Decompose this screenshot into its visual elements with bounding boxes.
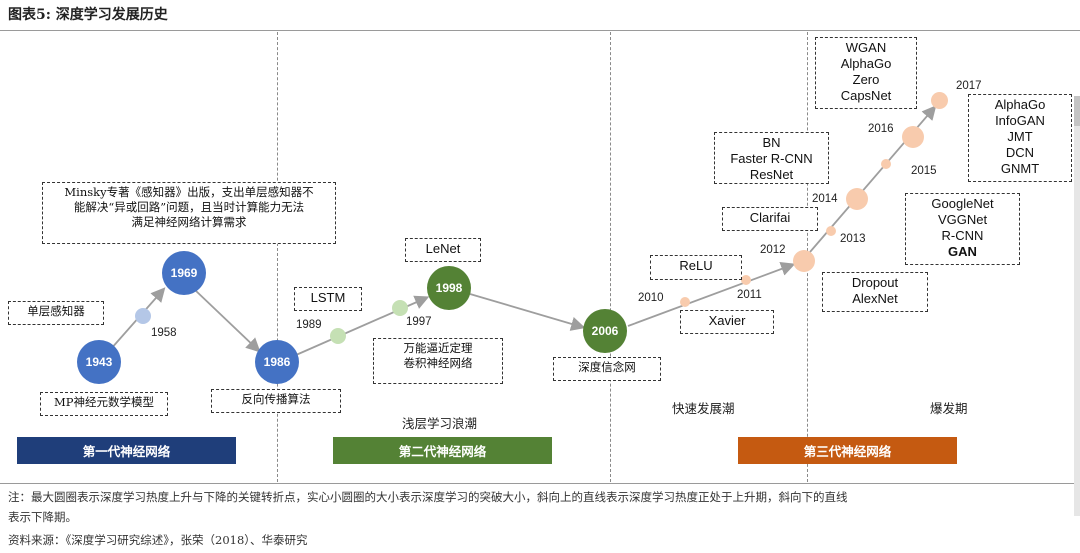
era-label-shallow: 浅层学习浪潮	[402, 416, 478, 431]
node-1986: 1986	[255, 340, 299, 384]
note-line-1: 注：最大圆圈表示深度学习热度上升与下降的关键转折点，实心小圆圈的大小表示深度学习…	[8, 490, 848, 504]
box-minsky: Minsky专著《感知器》出版，支出单层感知器不 能解决“异或回路”问题，且当时…	[42, 182, 336, 244]
year-label-2015: 2015	[911, 165, 937, 177]
minor-point-2016	[902, 126, 924, 148]
year-label-2011: 2011	[737, 289, 762, 301]
node-2006: 2006	[583, 309, 627, 353]
box-mp-model: MP神经元数学模型	[40, 392, 168, 416]
box-wgan-group: WGAN AlphaGo Zero CapsNet	[815, 37, 917, 109]
year-label-2010: 2010	[638, 292, 664, 304]
box-xavier: Xavier	[680, 310, 774, 334]
era-label-boom: 爆发期	[930, 401, 968, 416]
box-lenet: LeNet	[405, 238, 481, 262]
bottom-rule	[0, 483, 1080, 484]
box-dropout-group: Dropout AlexNet	[822, 272, 928, 312]
source-line: 资料来源：《深度学习研究综述》，张荣（2018）、华泰研究	[8, 533, 308, 547]
minor-point-1989	[330, 328, 346, 344]
node-1998: 1998	[427, 266, 471, 310]
minor-point-2010	[680, 297, 690, 307]
era-divider-1	[277, 32, 278, 482]
box-bn-group: BN Faster R-CNN ResNet	[714, 132, 829, 184]
connector-1998-2006	[469, 293, 586, 331]
box-googlenet-group: GoogleNet VGGNet R-CNN GAN	[905, 193, 1020, 265]
era-label-fast: 快速发展潮	[672, 401, 735, 416]
year-label-1989: 1989	[296, 319, 322, 331]
year-label-2017: 2017	[956, 80, 982, 92]
year-label-2012: 2012	[760, 244, 786, 256]
box-universal-approx: 万能逼近定理 卷积神经网络	[373, 338, 503, 384]
minor-point-2012	[793, 250, 815, 272]
minor-point-2015	[881, 159, 891, 169]
band-first-generation: 第一代神经网络	[17, 437, 236, 464]
year-label-2014: 2014	[812, 193, 838, 205]
year-label-2013: 2013	[840, 233, 866, 245]
minor-point-2013	[826, 226, 836, 236]
note-line-2: 表示下降期。	[8, 510, 77, 524]
vertical-scrollbar[interactable]	[1074, 96, 1080, 516]
node-1969: 1969	[162, 251, 206, 295]
box-clarifai: Clarifai	[722, 207, 818, 231]
minor-point-2014	[846, 188, 868, 210]
minor-point-1958	[135, 308, 151, 324]
box-backprop: 反向传播算法	[211, 389, 341, 413]
minor-point-2011	[741, 275, 751, 285]
connector-1969-1986	[194, 289, 261, 353]
box-relu: ReLU	[650, 255, 742, 280]
box-single-perceptron: 单层感知器	[8, 301, 104, 325]
year-label-1958: 1958	[151, 327, 177, 339]
band-third-generation: 第三代神经网络	[738, 437, 957, 464]
connector-2006-2012	[627, 262, 796, 327]
box-dbn: 深度信念网	[553, 357, 661, 381]
minor-point-1997	[392, 300, 408, 316]
scrollbar-thumb[interactable]	[1074, 96, 1080, 126]
top-rule	[0, 30, 1080, 31]
box-alphago-group: AlphaGo InfoGAN JMT DCN GNMT	[968, 94, 1072, 182]
year-label-2016: 2016	[868, 123, 894, 135]
era-divider-2	[610, 32, 611, 482]
box-lstm: LSTM	[294, 287, 362, 311]
figure-title: 图表5: 深度学习发展历史	[8, 7, 168, 23]
minor-point-2017	[931, 92, 948, 109]
year-label-1997: 1997	[406, 316, 432, 328]
node-1943: 1943	[77, 340, 121, 384]
band-second-generation: 第二代神经网络	[333, 437, 552, 464]
